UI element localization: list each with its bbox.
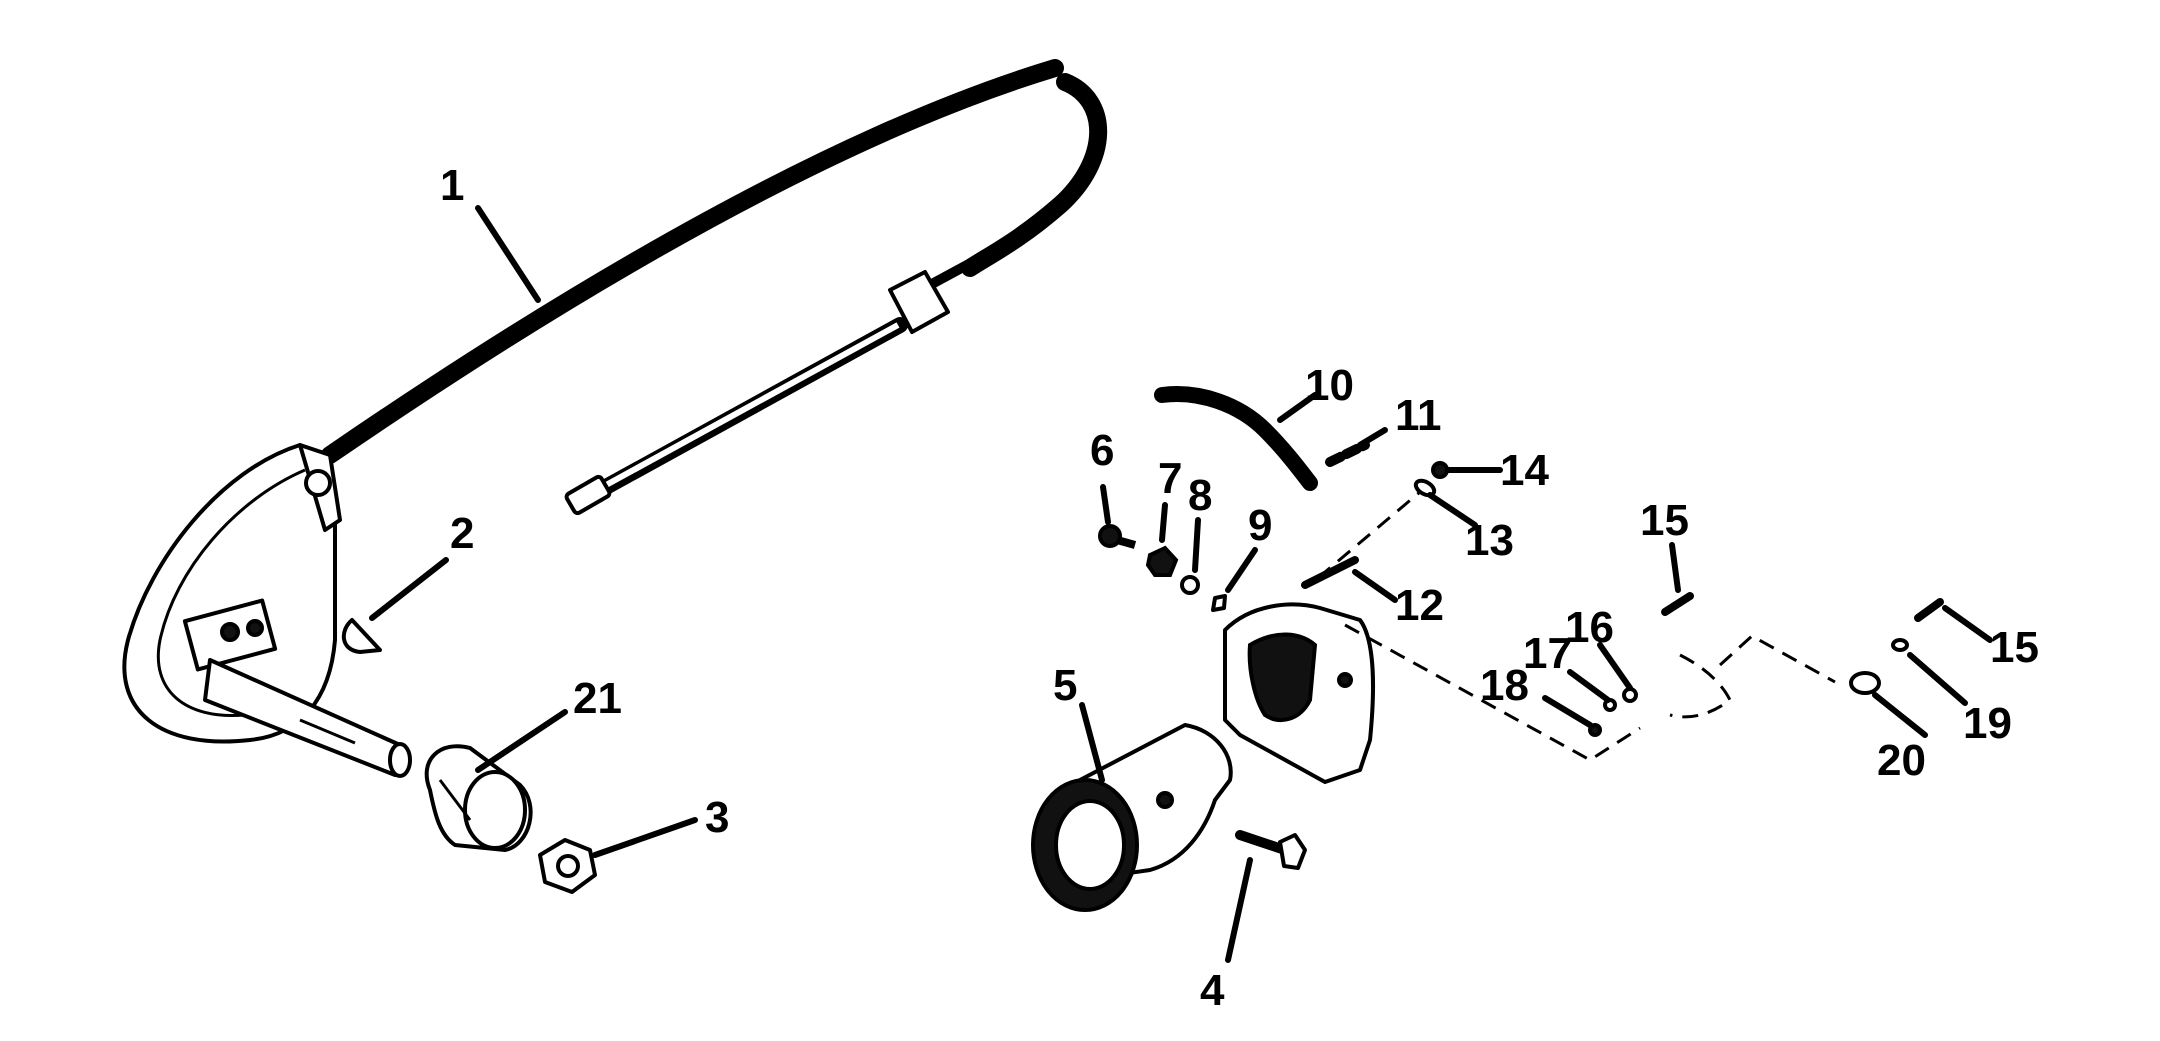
cable-outer-jacket <box>321 59 1064 464</box>
callout-13: 13 <box>1465 516 1514 565</box>
mount-flange-inner <box>1054 799 1126 891</box>
part-14-ball <box>1431 461 1449 479</box>
retainer-bracket <box>1669 653 1732 719</box>
callout-8: 8 <box>1188 471 1212 520</box>
callout-15a: 15 <box>1640 496 1689 545</box>
leader-1 <box>475 205 541 303</box>
leader-17 <box>1567 669 1611 703</box>
dash-line-plate-right <box>1344 623 1641 762</box>
leader-lines <box>369 205 1993 963</box>
callout-21: 21 <box>573 674 622 723</box>
part-18-ball <box>1588 723 1602 737</box>
part-9-clip <box>1211 594 1227 612</box>
callout-1: 1 <box>440 161 464 210</box>
part-3-nut <box>538 838 597 894</box>
shaft-key-slot <box>299 718 356 745</box>
bezel-slot <box>438 779 472 821</box>
callout-7: 7 <box>1158 454 1182 503</box>
part-20-washer <box>1849 671 1881 695</box>
callout-12: 12 <box>1395 581 1444 630</box>
callout-labels: 1 2 3 4 5 6 7 8 9 10 11 12 13 14 15 15 1… <box>440 161 2039 1015</box>
leader-21 <box>475 709 568 773</box>
leader-15b <box>1942 605 1993 643</box>
bracket-hole-2 <box>246 619 264 637</box>
leader-3 <box>592 817 698 858</box>
part-2-woodruff-key <box>341 618 382 654</box>
leader-4 <box>1225 857 1253 963</box>
leader-7 <box>1159 502 1168 543</box>
dash-line-right-bracket <box>1718 634 1836 684</box>
part-21-bezel <box>424 744 533 852</box>
callout-2: 2 <box>450 509 474 558</box>
callout-14: 14 <box>1500 446 1549 495</box>
bolt-shank <box>1235 830 1290 855</box>
callout-3: 3 <box>705 793 729 842</box>
cable-rod-end <box>564 474 612 516</box>
plate-hole <box>1337 672 1353 688</box>
part-5-mount <box>1031 723 1233 912</box>
callout-15b: 15 <box>1990 623 2039 672</box>
helm-mount-boss <box>304 469 332 497</box>
leader-18 <box>1542 695 1593 728</box>
callout-18: 18 <box>1480 661 1529 710</box>
callout-11: 11 <box>1395 391 1442 440</box>
part-7-nut <box>1145 545 1179 577</box>
callout-10: 10 <box>1305 361 1354 410</box>
screw-head <box>1098 524 1122 548</box>
bolt-head <box>1278 833 1307 870</box>
bezel-face <box>463 770 527 850</box>
callout-19: 19 <box>1963 699 2012 748</box>
callout-17: 17 <box>1523 629 1572 678</box>
leader-20 <box>1872 692 1928 738</box>
cable-loop <box>961 73 1108 277</box>
bracket-hole-1 <box>220 622 240 642</box>
leader-11 <box>1357 427 1388 448</box>
mounting-plate <box>1223 602 1375 784</box>
assembly-dashed-lines <box>1317 490 1836 762</box>
leader-10 <box>1277 392 1318 423</box>
leader-2 <box>369 557 449 621</box>
cable-rod-highlight <box>595 322 900 493</box>
callout-16: 16 <box>1565 603 1614 652</box>
leader-5 <box>1079 702 1105 783</box>
helm-housing-rim <box>156 468 306 718</box>
callout-6: 6 <box>1090 426 1114 475</box>
callout-9: 9 <box>1248 501 1272 550</box>
part-15-screw-left <box>1661 592 1694 616</box>
part-13-o-ring <box>1413 478 1437 498</box>
leader-12 <box>1352 569 1398 603</box>
plate-cutout <box>1247 632 1318 722</box>
part-19-o-ring <box>1891 638 1909 652</box>
leader-6 <box>1100 484 1111 525</box>
part-15-screw-right <box>1914 598 1944 622</box>
part-1-steering-cable <box>321 59 1108 516</box>
leader-15a <box>1669 542 1681 593</box>
part-8-washer <box>1180 575 1200 595</box>
part-10-hose <box>1154 386 1318 491</box>
mount-hole <box>1156 791 1174 809</box>
callout-20: 20 <box>1877 736 1926 785</box>
part-12-rod <box>1301 556 1359 589</box>
cable-ferrule-section <box>927 253 983 290</box>
leader-9 <box>1225 547 1258 593</box>
leader-13 <box>1427 492 1478 528</box>
part-4-bolt <box>1235 830 1307 870</box>
nut-hole <box>556 854 580 878</box>
part-6-screw <box>1098 524 1137 549</box>
leader-8 <box>1192 517 1201 573</box>
callout-5: 5 <box>1053 661 1077 710</box>
helm-housing <box>122 443 412 778</box>
helm-shaft-end <box>388 742 412 778</box>
leader-16 <box>1597 642 1633 691</box>
cable-nut <box>888 270 950 334</box>
dash-line-12-13 <box>1317 490 1421 580</box>
leader-19 <box>1907 652 1968 706</box>
callout-4: 4 <box>1200 966 1225 1015</box>
